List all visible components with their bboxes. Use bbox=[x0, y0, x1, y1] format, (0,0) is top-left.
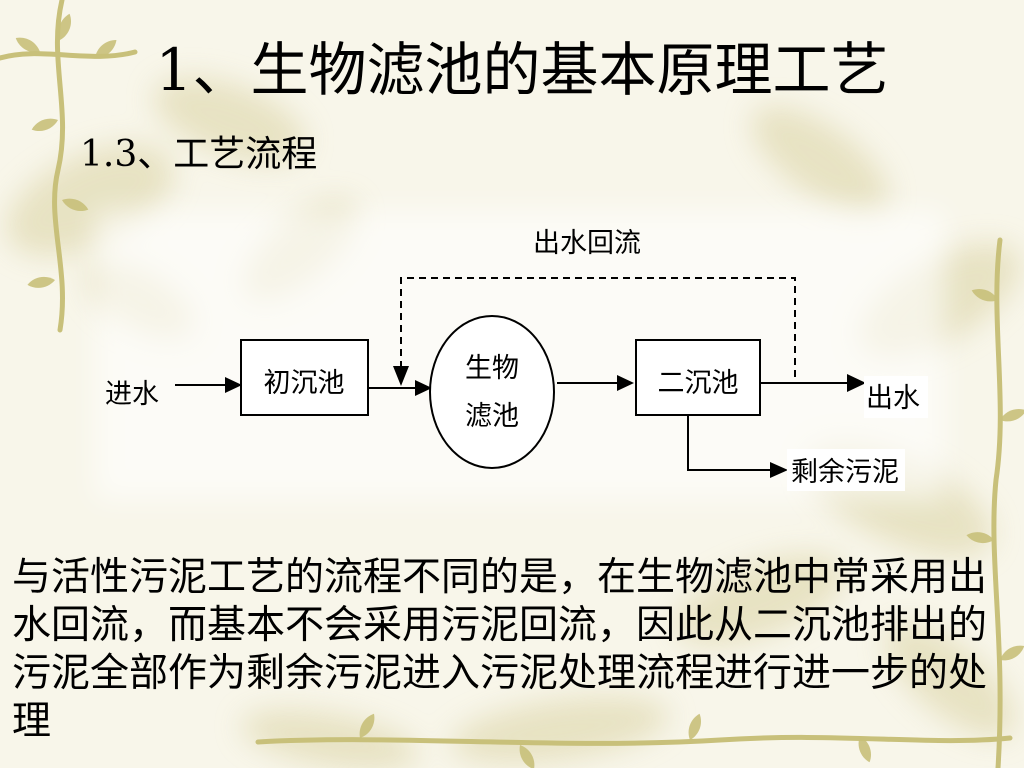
excess-sludge-label: 剩余污泥 bbox=[791, 457, 899, 488]
biofilter-ellipse bbox=[429, 315, 555, 469]
recycle-arrowhead bbox=[393, 366, 409, 386]
description-paragraph: 与活性污泥工艺的流程不同的是，在生物滤池中常采用出 水回流，而基本不会采用污泥回… bbox=[12, 554, 1016, 746]
secondary-clarifier-box bbox=[635, 339, 761, 416]
secondary-clarifier-label: 二沉池 bbox=[658, 368, 739, 399]
filter-to-secondary-arrowhead bbox=[617, 375, 634, 391]
section-subtitle: 1.3、工艺流程 bbox=[80, 134, 318, 175]
outlet-label: 出水 bbox=[866, 383, 920, 414]
inlet-label: 进水 bbox=[105, 379, 159, 410]
sludge-arrowhead bbox=[770, 462, 788, 478]
biofilter-label-line1: 生物 bbox=[465, 353, 519, 384]
outlet-label-background bbox=[864, 376, 928, 418]
primary-clarifier-box bbox=[240, 339, 369, 416]
paragraph-line: 理 bbox=[12, 699, 52, 744]
primary-to-filter-arrowhead bbox=[415, 380, 432, 396]
inlet-arrowhead bbox=[225, 377, 242, 393]
recycle-label: 出水回流 bbox=[533, 228, 641, 259]
sludge-line bbox=[687, 415, 772, 471]
sludge-label-background bbox=[787, 449, 905, 491]
paragraph-line: 污泥全部作为剩余污泥进入污泥处理流程进行进一步的处 bbox=[12, 651, 988, 696]
paragraph-line: 与活性污泥工艺的流程不同的是，在生物滤池中常采用出 bbox=[12, 555, 988, 600]
outlet-arrowhead bbox=[847, 374, 866, 392]
biofilter-label-line2: 滤池 bbox=[465, 401, 519, 432]
slide-title: 1、生物滤池的基本原理工艺 bbox=[155, 36, 889, 104]
paragraph-line: 水回流，而基本不会采用污泥回流，因此从二沉池排出的 bbox=[12, 603, 988, 648]
process-flow-diagram: 出水回流 进水 初沉池 生物 滤池 二沉池 出水 剩余污泥 bbox=[105, 228, 928, 491]
primary-clarifier-label: 初沉池 bbox=[264, 368, 345, 399]
